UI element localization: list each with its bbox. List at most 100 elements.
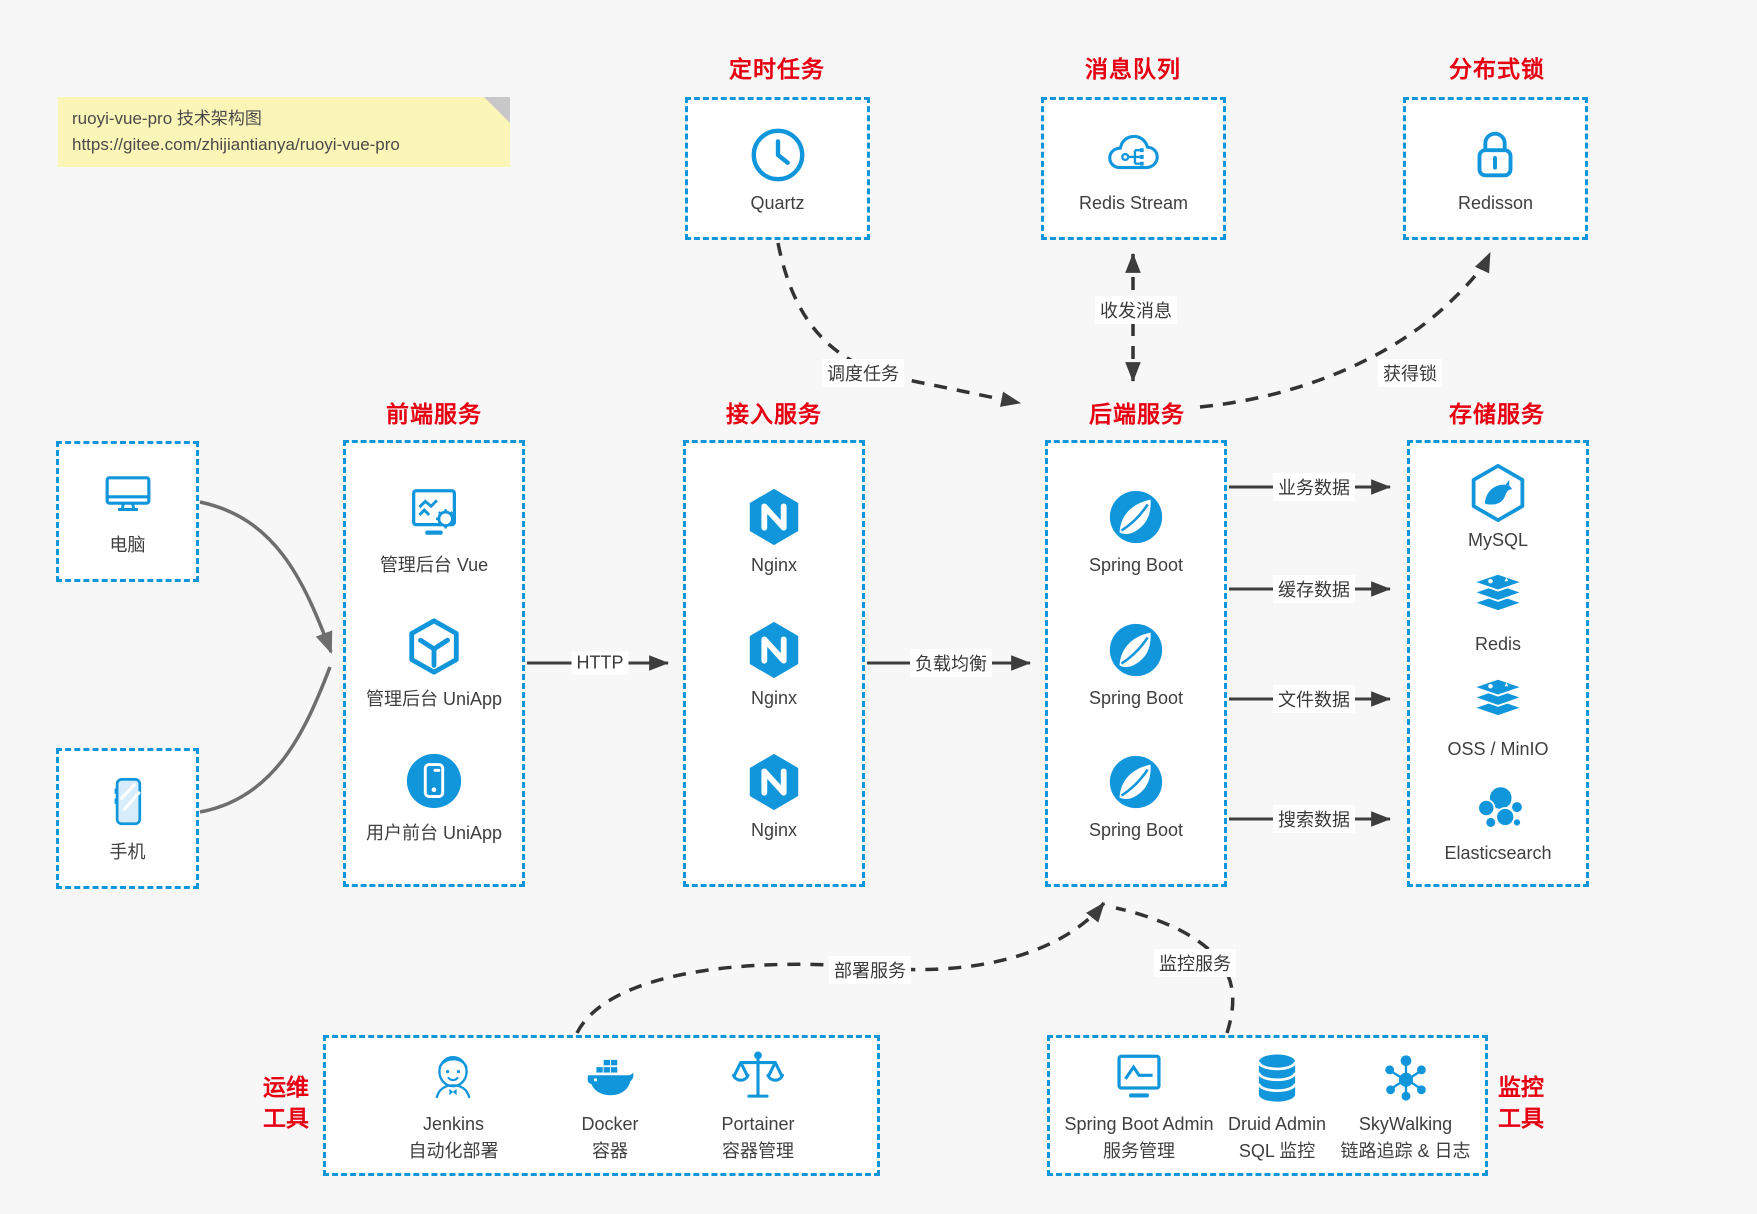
node-phone: 手机 [99, 773, 157, 864]
ops-title-line1: 运维 [263, 1074, 309, 1100]
edge-phone-to-frontend [199, 666, 332, 814]
node-label: Redis [1474, 634, 1522, 655]
edge-acquire-lock-dashed [1199, 251, 1492, 409]
node-sublabel: 自动化部署 [408, 1140, 499, 1161]
edge-label-http: HTTP [571, 651, 629, 675]
docker-icon [587, 1059, 634, 1095]
spring-boot-icon [1109, 756, 1163, 809]
redisson-box: Redisson [1403, 97, 1588, 240]
storage-services-box: MySQL Redis [1407, 440, 1589, 887]
node-quartz: Quartz [747, 124, 809, 214]
mobile-app-icon [406, 753, 462, 809]
frontend-services-box: 管理后台 Vue 管理后台 UniApp 用户前台 UniApp [343, 440, 525, 887]
ops-tools-box: Jenkins 自动化部署 Docker 容器 [323, 1035, 880, 1176]
note-fold-corner [484, 97, 510, 123]
node-portainer: Portainer 容器管理 [721, 1049, 795, 1163]
portainer-icon [731, 1050, 784, 1098]
redis-stack-icon [1472, 677, 1524, 717]
elasticsearch-icon [1477, 785, 1524, 829]
node-label: Jenkins [422, 1113, 484, 1134]
node-redis: Redis [1468, 571, 1528, 655]
title-storage-services: 存储服务 [1449, 401, 1545, 427]
node-docker: Docker 容器 [581, 1049, 639, 1163]
node-label: Spring Boot [1088, 687, 1184, 708]
smartphone-icon [114, 777, 141, 826]
node-sublabel: 容器 [591, 1140, 628, 1161]
node-admin-vue: 管理后台 Vue [380, 482, 488, 577]
node-label: Spring Boot [1088, 554, 1184, 575]
node-druid-admin: Druid Admin SQL 监控 [1228, 1049, 1326, 1163]
node-sublabel: 容器管理 [721, 1140, 794, 1161]
skywalking-icon [1384, 1054, 1426, 1101]
title-monitor-tools: 监控 工具 [1498, 1072, 1544, 1134]
spring-boot-admin-icon [1117, 1054, 1161, 1097]
clock-icon [751, 128, 804, 181]
node-sublabel: 服务管理 [1103, 1140, 1175, 1161]
title-frontend-services: 前端服务 [386, 401, 482, 427]
node-desktop: 电脑 [99, 466, 157, 557]
nginx-icon [749, 621, 799, 678]
node-label: Docker [581, 1113, 639, 1134]
uniapp-cube-icon [409, 618, 459, 675]
node-label: 用户前台 UniApp [365, 823, 503, 843]
edge-label-file-data: 文件数据 [1273, 685, 1355, 713]
edge-label-messages: 收发消息 [1095, 296, 1177, 324]
node-label: Nginx [750, 554, 798, 575]
title-message-queue: 消息队列 [1085, 56, 1181, 82]
lock-icon [1478, 131, 1513, 177]
node-label: Nginx [750, 687, 798, 708]
node-sublabel: SQL 监控 [1238, 1140, 1316, 1161]
node-nginx-3: Nginx [743, 751, 805, 841]
node-label: OSS / MinIO [1447, 738, 1549, 759]
node-label: Druid Admin [1228, 1113, 1327, 1134]
node-elasticsearch: Elasticsearch [1444, 780, 1552, 864]
node-skywalking: SkyWalking 链路追踪 & 日志 [1341, 1049, 1471, 1163]
note-line1: ruoyi-vue-pro 技术架构图 [72, 109, 262, 128]
edge-desktop-to-frontend [199, 500, 333, 655]
node-spring-boot-1: Spring Boot [1089, 486, 1183, 576]
backend-services-box: Spring Boot Spring Boot Spring Boot [1045, 440, 1227, 887]
monitor-tools-box: Spring Boot Admin 服务管理 Druid Admin SQL 监… [1047, 1035, 1488, 1176]
ops-title-line2: 工具 [263, 1105, 309, 1131]
edge-label-cache-data: 缓存数据 [1273, 575, 1355, 603]
nginx-icon [749, 488, 799, 545]
title-gateway-services: 接入服务 [726, 401, 822, 427]
quartz-box: Quartz [685, 97, 870, 240]
redis-stream-box: Redis Stream [1041, 97, 1226, 240]
node-redis-stream: Redis Stream [1079, 124, 1188, 214]
jenkins-icon [436, 1055, 471, 1098]
edge-label-business-data: 业务数据 [1273, 473, 1355, 501]
nginx-icon [749, 754, 799, 811]
node-spring-boot-2: Spring Boot [1089, 619, 1183, 709]
node-mysql: MySQL [1468, 463, 1528, 551]
node-spring-boot-3: Spring Boot [1089, 751, 1183, 841]
title-backend-services: 后端服务 [1089, 401, 1185, 427]
desktop-icon [105, 476, 150, 511]
druid-icon [1257, 1053, 1297, 1102]
node-spring-boot-admin: Spring Boot Admin 服务管理 [1064, 1049, 1214, 1163]
desktop-client-box: 电脑 [56, 441, 199, 582]
node-label: Quartz [750, 192, 805, 213]
admin-vue-icon [412, 489, 456, 535]
edge-label-search-data: 搜索数据 [1273, 805, 1355, 833]
node-label: Nginx [750, 820, 798, 841]
redis-stack-icon [1472, 573, 1524, 613]
note-line2: https://gitee.com/zhijiantianya/ruoyi-vu… [72, 135, 400, 154]
title-ops-tools: 运维 工具 [263, 1072, 309, 1134]
node-label: 管理后台 UniApp [365, 689, 503, 709]
node-label: Redisson [1457, 192, 1534, 213]
edge-label-load-balance: 负载均衡 [910, 649, 992, 677]
node-label: Spring Boot [1088, 820, 1184, 841]
node-redisson: Redisson [1458, 124, 1533, 214]
node-label: Spring Boot Admin [1064, 1113, 1214, 1134]
node-label: Redis Stream [1078, 192, 1189, 213]
node-label: MySQL [1467, 530, 1528, 551]
node-nginx-1: Nginx [743, 486, 805, 576]
spring-boot-icon [1109, 623, 1163, 676]
title-scheduled-tasks: 定时任务 [729, 56, 825, 82]
node-admin-uniapp: 管理后台 UniApp [366, 616, 502, 711]
node-label: 管理后台 Vue [379, 555, 489, 575]
monitor-title-line2: 工具 [1498, 1105, 1544, 1131]
node-user-uniapp: 用户前台 UniApp [366, 750, 502, 845]
